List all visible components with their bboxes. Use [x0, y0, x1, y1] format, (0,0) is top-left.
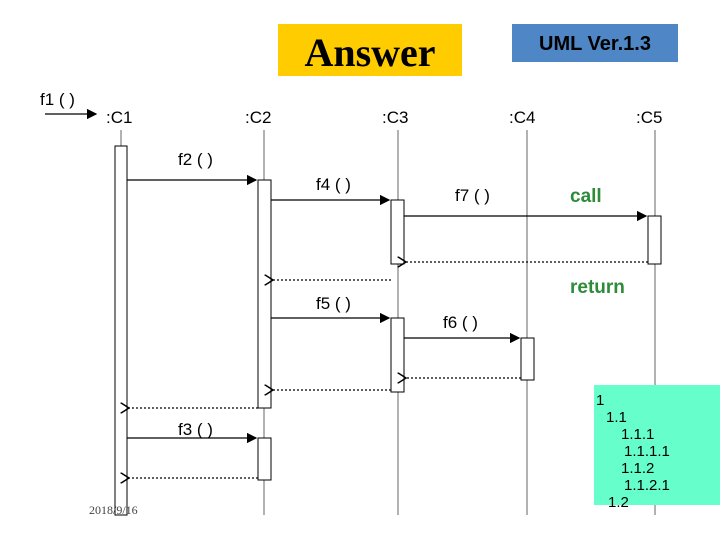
numbering-item: 1.2	[608, 494, 629, 511]
date-footer: 2018/9/16	[89, 503, 138, 517]
label-f3: f3 ( )	[178, 420, 213, 439]
activation-c1	[114, 145, 128, 516]
numbering-item: 1.1.1.1	[624, 443, 670, 460]
label-f1: f1 ( )	[40, 90, 75, 109]
object-c5: :C5	[636, 108, 663, 127]
uml-version-badge: UML Ver.1.3	[512, 24, 678, 62]
activation-c2-f3	[257, 437, 272, 481]
label-f5: f5 ( )	[316, 294, 351, 313]
numbering-item: 1.1.2.1	[624, 477, 670, 494]
label-f6: f6 ( )	[443, 313, 478, 332]
activation-c4-f6	[520, 337, 535, 381]
activation-c5-call	[647, 215, 662, 265]
sequence-numbering-box: 1 1.1 1.1.1 1.1.1.1 1.1.2 1.1.2.1 1.2	[594, 385, 720, 511]
label-f7: f7 ( )	[455, 186, 490, 205]
label-return: return	[570, 277, 625, 298]
object-c4: :C4	[509, 108, 536, 127]
numbering-item: 1	[596, 392, 605, 409]
object-c2: :C2	[245, 108, 272, 127]
object-c3: :C3	[382, 108, 409, 127]
diagram-title: Answer	[278, 24, 462, 76]
label-f4: f4 ( )	[316, 175, 351, 194]
activation-c3-f4	[390, 199, 405, 265]
label-call: call	[570, 186, 602, 207]
numbering-item: 1.1	[606, 409, 627, 426]
activation-c3-f5	[390, 317, 405, 393]
numbering-item: 1.1.1	[621, 426, 655, 443]
label-f2: f2 ( )	[178, 150, 213, 169]
numbering-item: 1.1.2	[621, 460, 655, 477]
object-c1: :C1	[106, 108, 133, 127]
activation-c2-main	[257, 179, 272, 409]
